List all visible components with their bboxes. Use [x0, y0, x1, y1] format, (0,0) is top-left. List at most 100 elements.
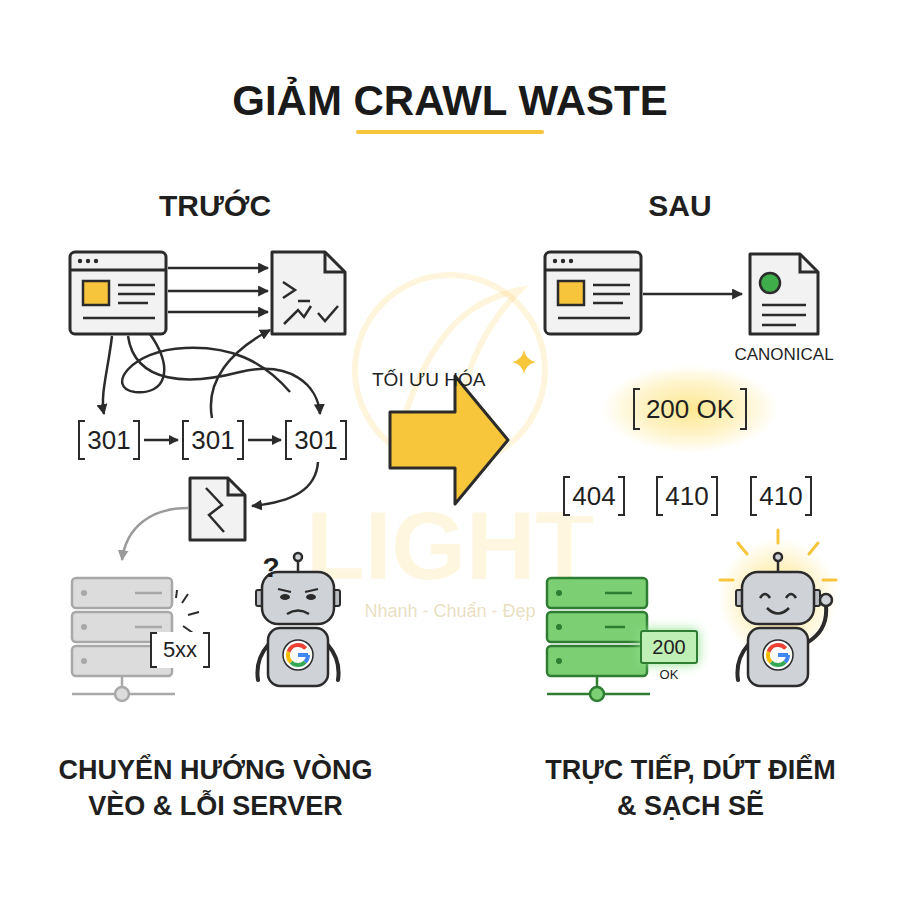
section-heading: TRƯỚC: [110, 188, 320, 224]
caption: CHUYỂN HƯỚNG VÒNG VÈO & LỖI SERVER: [43, 752, 388, 824]
node-text: 301: [294, 426, 337, 455]
sparkle: [512, 350, 536, 374]
robot-hand: [820, 594, 832, 606]
status-code: 410: [750, 476, 812, 516]
redirect-arrow: [144, 439, 178, 442]
error-code: 5xx: [150, 632, 210, 668]
robot-mouth: [767, 608, 789, 614]
status-code: 410: [656, 476, 718, 516]
caption: TRỰC TIẾP, DỨT ĐIỂM & SẠCH SẼ: [538, 752, 843, 824]
node-caption: OK: [597, 668, 741, 682]
robot-antenna: [297, 561, 300, 572]
robot-antenna: [294, 553, 302, 561]
tangled-arrow: [128, 336, 320, 414]
browser-dot: [86, 259, 90, 263]
file-fold: [325, 252, 345, 272]
broken-line: [284, 306, 338, 324]
server-light: [556, 590, 562, 596]
status-code: 200 OK: [633, 388, 747, 430]
tangled-line: [122, 334, 290, 392]
robot-antenna: [774, 553, 782, 561]
server-stand: [590, 687, 604, 701]
node-caption: CANONICAL: [703, 346, 865, 365]
image-block: [558, 281, 584, 305]
robot-eye: [760, 594, 796, 598]
server-unit: [547, 612, 647, 642]
status-code: 301: [182, 420, 244, 460]
robot-antenna: [777, 561, 780, 572]
google-logo: [298, 655, 308, 662]
text-lines: [558, 285, 630, 318]
document-outline: [748, 252, 820, 336]
fallback-arrow: [122, 508, 188, 560]
success-glow: [602, 365, 778, 453]
google-logo: [771, 662, 785, 665]
google-logo: [291, 662, 305, 665]
redirect-arrow: [248, 439, 281, 442]
file-fold: [228, 478, 245, 495]
robot-body: [748, 628, 808, 686]
canonical-dot: [760, 273, 780, 293]
server-unit: [547, 646, 647, 676]
node-text: 410: [665, 482, 708, 511]
crack: [206, 488, 224, 532]
robot-brow: [278, 589, 318, 592]
request-arrow: [168, 267, 268, 270]
title: GIẢM CRAWL WASTE: [100, 76, 800, 126]
node-text: 404: [572, 482, 615, 511]
optimize-arrow: [390, 376, 508, 504]
tangled-arrow: [103, 336, 112, 414]
text-lines: [83, 285, 155, 318]
request-arrow: [168, 290, 268, 293]
node-text: 200 OK: [646, 395, 734, 424]
canonical-page: CANONICAL: [748, 252, 820, 336]
server-light: [81, 590, 87, 596]
direct-arrow: [643, 293, 742, 296]
browser-dot: [569, 259, 573, 263]
browser-bar: [545, 269, 641, 272]
browser-dot: [94, 259, 98, 263]
node-text: 410: [759, 482, 802, 511]
node-text: 301: [87, 426, 130, 455]
broken-file: [190, 478, 245, 540]
text-lines: [762, 305, 806, 325]
google-badge: [283, 640, 313, 670]
server-light: [556, 624, 562, 630]
arrow-label: TỐI ƯU HÓA: [372, 368, 522, 391]
google-logo: [768, 652, 771, 662]
document-outline: [750, 254, 818, 334]
browser-window: [70, 252, 166, 334]
node-text: 5xx: [163, 638, 197, 662]
robot-body: [268, 628, 328, 686]
node-text: 200: [652, 636, 685, 658]
google-logo: [288, 652, 291, 662]
image-block: [83, 281, 109, 305]
browser-dot: [78, 259, 82, 263]
robot-eye: [280, 594, 290, 600]
tangled-arrow: [211, 330, 270, 418]
status-code: 404: [563, 476, 625, 516]
server-stand: [115, 687, 129, 701]
google-logo: [769, 645, 786, 652]
robot-eye: [306, 594, 316, 600]
robot-mouth: [287, 611, 309, 615]
google-logo: [778, 655, 788, 662]
section-heading: SAU: [575, 188, 785, 224]
server-light: [556, 658, 562, 664]
node-text: 301: [191, 426, 234, 455]
question-mark: ?: [258, 551, 284, 585]
prompt-symbol: [283, 282, 310, 301]
file-icon: [272, 252, 345, 334]
server-slot: [135, 593, 162, 627]
status-code: 301: [285, 420, 347, 460]
browser-bar: [70, 269, 166, 272]
title-underline: [358, 130, 542, 134]
robot-head: [742, 572, 814, 624]
request-arrow: [168, 311, 268, 314]
server-light: [81, 658, 87, 664]
server-status: 200OK: [640, 630, 698, 664]
google-badge: [763, 640, 793, 670]
document-fold: [800, 254, 818, 272]
browser-dot: [561, 259, 565, 263]
